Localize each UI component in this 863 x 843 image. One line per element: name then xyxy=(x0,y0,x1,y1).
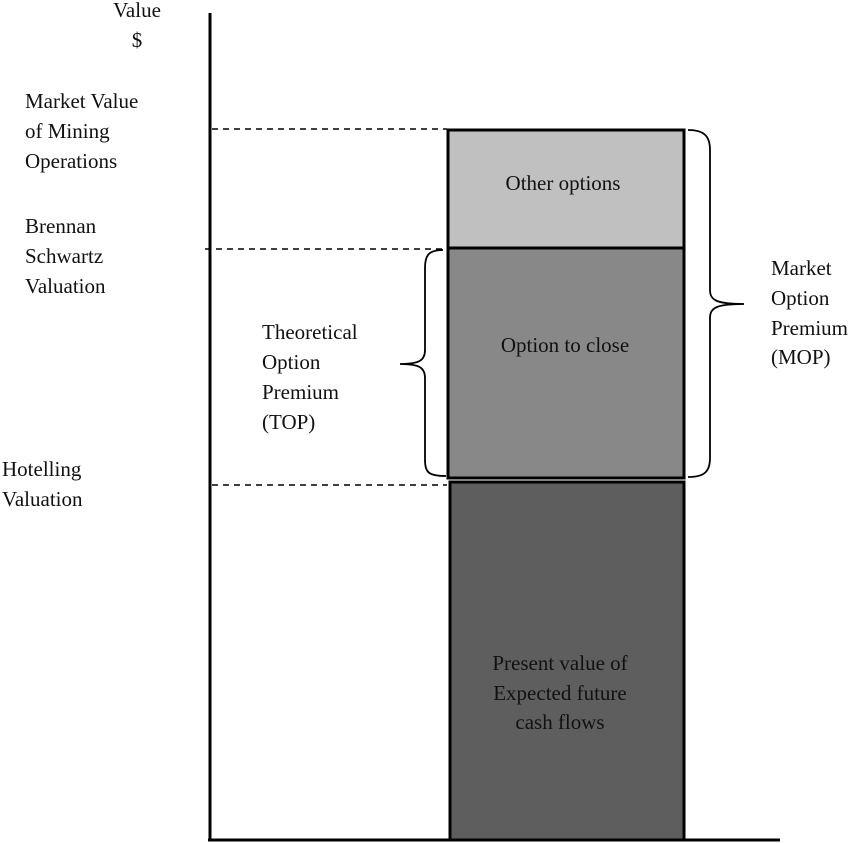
top-label-line: Premium xyxy=(262,380,339,404)
brennan-schwartz-label-line: Brennan xyxy=(25,214,97,238)
market-value-label-line: Market Value xyxy=(25,89,138,113)
top-brace xyxy=(399,249,447,477)
option-to-close-label: Option to close xyxy=(501,333,629,357)
market-value-label: Market Value of Mining Operations xyxy=(25,89,138,173)
market-value-label-line: of Mining xyxy=(25,119,110,143)
other-options-label: Other options xyxy=(506,171,621,195)
top-label-line: (TOP) xyxy=(262,410,315,434)
y-axis-label-line2: $ xyxy=(132,28,143,52)
market-value-label-line: Operations xyxy=(25,149,117,173)
mop-label-line: Option xyxy=(771,286,830,310)
other-options-block xyxy=(446,128,686,250)
top-label: Theoretical Option Premium (TOP) xyxy=(262,320,358,434)
brennan-schwartz-label-line: Schwartz xyxy=(25,244,103,268)
option-to-close-block xyxy=(446,246,686,480)
brennan-schwartz-label: Brennan Schwartz Valuation xyxy=(25,214,106,298)
brennan-schwartz-label-line: Valuation xyxy=(25,274,106,298)
present-value-label-line: Present value of xyxy=(492,651,627,675)
mop-label: Market Option Premium (MOP) xyxy=(771,256,848,369)
mop-brace xyxy=(687,129,745,478)
hotelling-label-line: Hotelling xyxy=(2,457,82,481)
mop-label-line: (MOP) xyxy=(771,345,831,369)
present-value-label-line: Expected future xyxy=(493,681,627,705)
top-label-line: Theoretical xyxy=(262,320,358,344)
mop-label-line: Market xyxy=(771,256,832,280)
hotelling-label: Hotelling Valuation xyxy=(2,457,83,511)
present-value-label-line: cash flows xyxy=(515,710,604,734)
y-axis-label-line1: Value xyxy=(113,0,161,22)
mop-label-line: Premium xyxy=(771,316,848,340)
present-value-block xyxy=(448,480,686,842)
hotelling-label-line: Valuation xyxy=(2,487,83,511)
top-label-line: Option xyxy=(262,350,321,374)
